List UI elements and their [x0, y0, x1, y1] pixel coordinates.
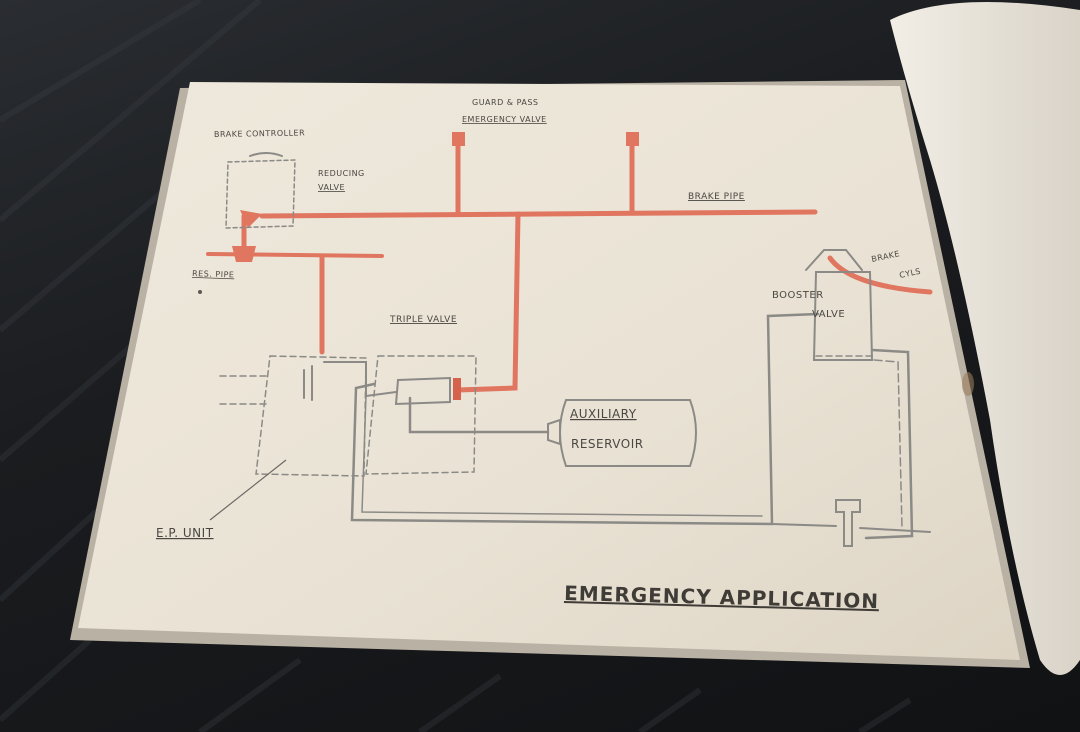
- notebook-page: [78, 82, 1020, 660]
- booster-control-pipe-inner: [361, 395, 763, 517]
- label-brake-pipe: BRAKE PIPE: [688, 192, 745, 202]
- guard-valve-right: [626, 132, 639, 146]
- brake-cyls-pipe: [827, 255, 933, 295]
- label-reservoir: RESERVOIR: [571, 437, 644, 451]
- background-stripes: [0, 0, 912, 732]
- valve-fittings: [232, 132, 639, 400]
- label-auxiliary: AUXILIARY: [570, 407, 637, 421]
- brake-pipe-line: [259, 209, 818, 219]
- ep-solenoid: [303, 365, 313, 401]
- triple-valve-body: [394, 376, 451, 406]
- pencil-outlines: [219, 152, 931, 547]
- controller-handle: [249, 152, 283, 157]
- triple-valve-box: [365, 355, 477, 475]
- booster-control-pipe: [350, 312, 820, 526]
- ep-unit-leader: [209, 459, 287, 521]
- label-brake-cyls-2: CYLS: [899, 267, 922, 280]
- tee-connections: [771, 523, 931, 533]
- booster-right-pipe-inner: [873, 359, 903, 529]
- reservoir-neck: [547, 418, 561, 446]
- booster-valve-box: [812, 271, 874, 361]
- label-reducing-2: VALVE: [318, 183, 345, 192]
- brake-controller-box: [225, 159, 296, 229]
- reducing-valve-fitting: [240, 210, 262, 228]
- guard-valve-left: [452, 132, 465, 146]
- page-stain: [962, 372, 974, 396]
- label-triple-valve: TRIPLE VALVE: [389, 315, 457, 325]
- controller-fitting: [232, 246, 256, 262]
- triple-to-reservoir-pipe: [408, 396, 550, 434]
- label-booster-1: BOOSTER: [772, 290, 824, 301]
- label-ep-unit: E.P. UNIT: [156, 526, 214, 540]
- ep-to-triple-link: [323, 361, 397, 398]
- label-booster-2: VALVE: [812, 309, 845, 320]
- triple-valve-piston: [453, 378, 461, 400]
- label-res-pipe: RES. PIPE: [192, 269, 235, 279]
- triple-valve-feed: [455, 211, 521, 393]
- label-brake-controller: BRAKE CONTROLLER: [214, 128, 305, 139]
- ep-unit-box: [255, 355, 367, 477]
- label-guard-pass-2: EMERGENCY VALVE: [462, 115, 547, 124]
- booster-valve-top: [805, 249, 863, 271]
- label-guard-pass-1: GUARD & PASS: [472, 98, 539, 107]
- main-reservoir-tee: [835, 499, 861, 547]
- label-reducing-1: REDUCING: [318, 169, 365, 178]
- booster-right-pipe: [864, 348, 914, 540]
- curled-page: [890, 2, 1080, 675]
- pencil-dot: [198, 290, 202, 294]
